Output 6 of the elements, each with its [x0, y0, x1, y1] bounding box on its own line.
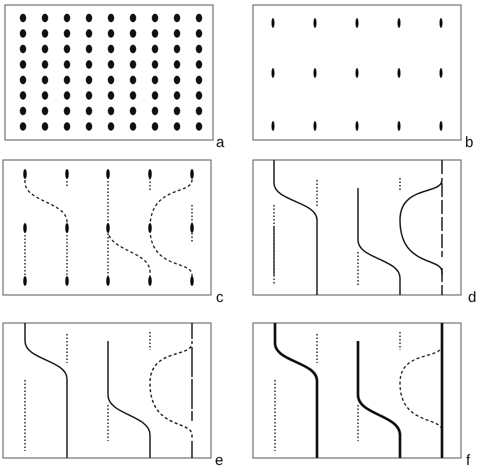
- panel-letter: c: [216, 290, 224, 305]
- panel-letter: d: [468, 290, 476, 305]
- panel-letter: f: [466, 453, 470, 468]
- panel-letter: e: [215, 453, 224, 468]
- panel-letter: a: [216, 135, 224, 150]
- panel-letter: b: [465, 135, 474, 150]
